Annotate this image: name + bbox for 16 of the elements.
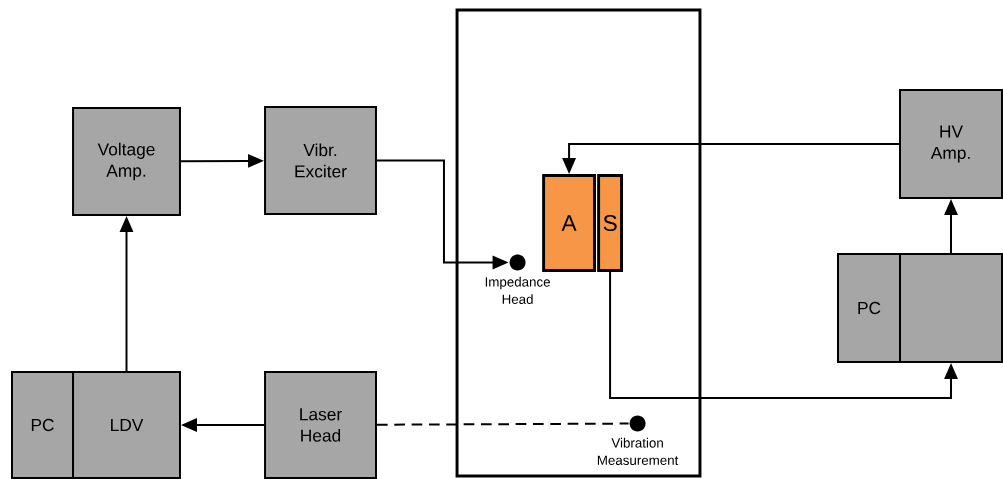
device-box: LDV xyxy=(72,371,181,479)
node-label: PC xyxy=(31,418,54,432)
device-box: HV Amp. xyxy=(899,89,1003,199)
device-box: Voltage Amp. xyxy=(72,107,181,216)
sensor-dot xyxy=(509,254,526,271)
node-caption: Impedance Head xyxy=(485,276,550,304)
enclosure-frame xyxy=(455,8,702,478)
sensor-dot xyxy=(629,415,646,432)
device-box: PC xyxy=(10,371,75,479)
device-box: PC xyxy=(837,253,901,363)
transducer-block: S xyxy=(597,174,623,272)
device-box xyxy=(899,253,1003,363)
device-box: Laser Head xyxy=(264,371,377,479)
device-box: Vibr. Exciter xyxy=(264,106,377,215)
arrow xyxy=(609,270,958,399)
node-caption: Vibration Measurement xyxy=(597,437,679,465)
